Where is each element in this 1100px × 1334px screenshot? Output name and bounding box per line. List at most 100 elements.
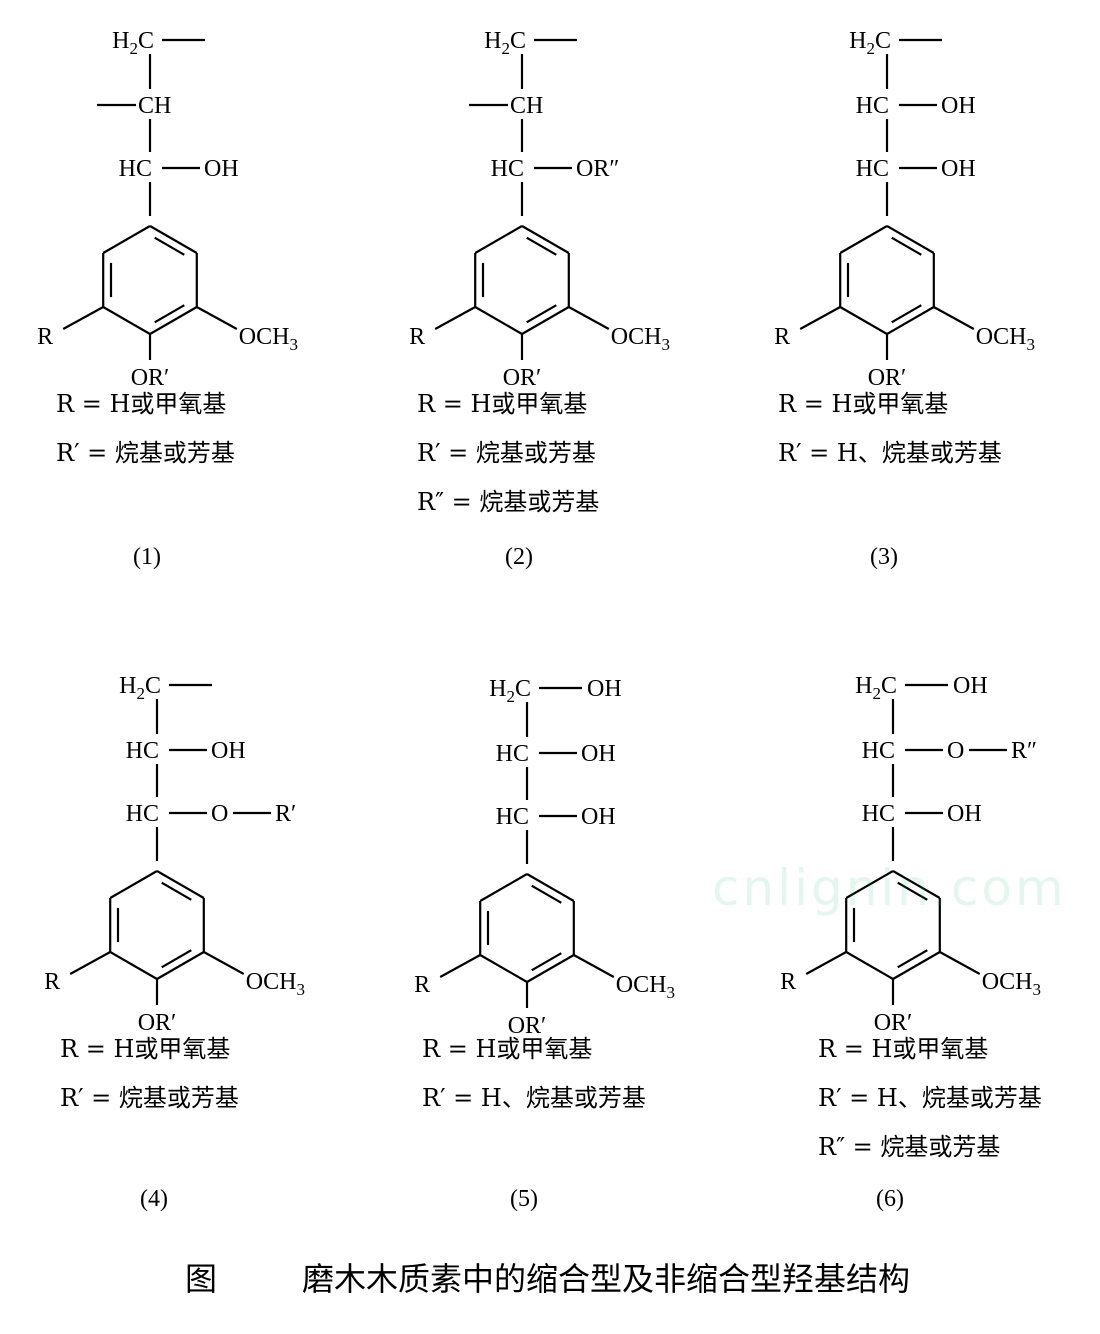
legend-line: R = H或甲氧基: [60, 1035, 230, 1063]
r-substituent-bond: [805, 951, 847, 975]
r-substituent-bond: [69, 951, 111, 975]
methoxy-label: OCH3: [246, 969, 305, 999]
r-substituent-bond: [439, 954, 481, 978]
ring-bond: [526, 954, 575, 983]
gamma-carbon-label: H2C: [484, 28, 526, 58]
r-substituent-label: R: [414, 972, 430, 998]
ring-bond: [479, 954, 528, 983]
legend-line: R = H或甲氧基: [818, 1035, 988, 1063]
ring-bond: [839, 225, 888, 254]
beta-carbon-label: HC: [126, 738, 159, 764]
structure-number: (4): [140, 1186, 168, 1212]
structure-number: (1): [133, 544, 161, 570]
r-substituent-label: R: [409, 324, 425, 350]
r-substituent-label: R: [44, 969, 60, 995]
ring-double-bond: [531, 884, 562, 904]
legend-line: R = H或甲氧基: [778, 390, 948, 418]
gamma-substituent-label: OH: [953, 673, 988, 699]
watermark-text: cnlignin.com: [712, 859, 1067, 917]
methoxy-bond: [939, 951, 981, 975]
ring-double-bond: [526, 304, 557, 324]
beta-ether-oxygen-label: O: [947, 738, 964, 764]
methoxy-bond: [568, 306, 610, 330]
ring-bond: [109, 870, 158, 899]
beta-carbon-label: CH: [510, 93, 543, 119]
ring-double-bond: [161, 881, 192, 901]
ring-bond: [839, 306, 888, 335]
ring-bond: [102, 306, 151, 335]
alpha-carbon-label: HC: [491, 156, 524, 182]
gamma-carbon-label: H2C: [849, 28, 891, 58]
ring-double-bond: [897, 881, 928, 901]
beta-carbon-label: CH: [138, 93, 171, 119]
ring-bond: [892, 951, 941, 980]
ring-double-bond: [897, 949, 928, 969]
r-substituent-bond: [434, 306, 476, 330]
ring-double-bond: [154, 236, 185, 256]
r-substituent-bond: [62, 306, 104, 330]
r-substituent-label: R: [774, 324, 790, 350]
beta-carbon-label: HC: [856, 93, 889, 119]
ring-double-bond: [891, 236, 922, 256]
aryl-ether-label: OR′: [508, 1013, 547, 1039]
legend-line: R′ = 烷基或芳基: [417, 439, 596, 467]
alpha-substituent-label: OR″: [576, 156, 619, 182]
legend-line: R″ = 烷基或芳基: [818, 1133, 1000, 1161]
legend-line: R = H或甲氧基: [56, 390, 226, 418]
ring-bond: [845, 951, 894, 980]
gamma-carbon-label: H2C: [489, 676, 531, 706]
methoxy-bond: [203, 951, 245, 975]
gamma-substituent-label: OH: [587, 676, 622, 702]
legend-line: R′ = H、烷基或芳基: [778, 439, 1002, 467]
structure-number: (2): [505, 544, 533, 570]
ring-bond: [479, 873, 528, 902]
aryl-ether-label: OR′: [503, 365, 542, 391]
ring-double-bond: [891, 304, 922, 324]
ring-bond: [109, 951, 158, 980]
r-substituent-bond: [799, 306, 841, 330]
alpha-substituent-label: OH: [947, 801, 982, 827]
ring-bond: [156, 951, 205, 980]
gamma-carbon-label: H2C: [855, 673, 897, 703]
structure-number: (3): [870, 544, 898, 570]
ring-bond: [102, 225, 151, 254]
alpha-carbon-label: HC: [119, 156, 152, 182]
legend-line: R′ = H、烷基或芳基: [818, 1084, 1042, 1112]
aryl-ether-label: OR′: [131, 365, 170, 391]
structure-number: (5): [510, 1186, 538, 1212]
methoxy-label: OCH3: [611, 324, 670, 354]
alpha-carbon-label: HC: [496, 804, 529, 830]
methoxy-bond: [573, 954, 615, 978]
ring-bond: [845, 870, 894, 899]
methoxy-label: OCH3: [616, 972, 675, 1002]
beta-substituent-label: OH: [941, 93, 976, 119]
ring-double-bond: [154, 304, 185, 324]
legend-line: R″ = 烷基或芳基: [417, 488, 599, 516]
ring-bond: [886, 306, 935, 335]
legend-line: R′ = H、烷基或芳基: [422, 1084, 646, 1112]
ring-bond: [886, 225, 935, 254]
alpha-carbon-label: HC: [862, 801, 895, 827]
methoxy-bond: [196, 306, 238, 330]
aryl-ether-label: OR′: [874, 1010, 913, 1036]
alpha-carbon-label: HC: [126, 801, 159, 827]
alpha-substituent-label: OH: [581, 804, 616, 830]
caption-label: 图: [185, 1260, 217, 1298]
gamma-carbon-label: H2C: [119, 673, 161, 703]
ring-bond: [474, 225, 523, 254]
beta-substituent-label: OH: [211, 738, 246, 764]
beta-ether-group-label: R″: [1011, 738, 1037, 764]
alpha-substituent-label: OH: [941, 156, 976, 182]
beta-substituent-label: OH: [581, 741, 616, 767]
beta-carbon-label: HC: [862, 738, 895, 764]
ring-double-bond: [531, 952, 562, 972]
methoxy-label: OCH3: [239, 324, 298, 354]
alpha-carbon-label: HC: [856, 156, 889, 182]
legend-line: R = H或甲氧基: [417, 390, 587, 418]
